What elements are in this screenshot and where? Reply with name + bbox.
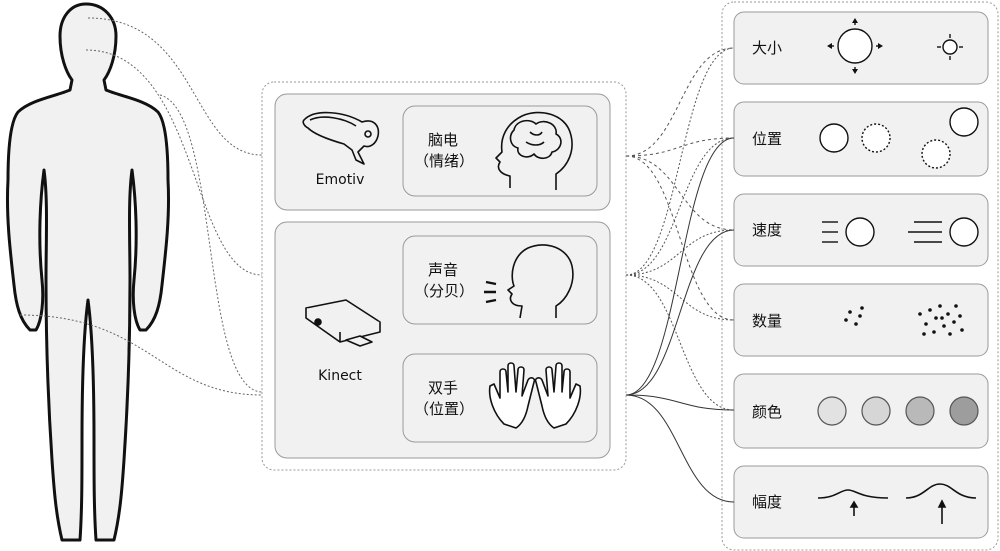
output-boxes — [733, 11, 989, 539]
voice-links — [625, 47, 735, 411]
emotiv-headset-icon — [302, 111, 380, 165]
output-label-color: 颜色 — [752, 403, 783, 421]
output-label-position: 位置 — [752, 130, 783, 148]
output-box-color — [733, 373, 989, 449]
hands-label: 双手 — [428, 379, 459, 397]
body-links — [19, 17, 263, 396]
decibel-label: （分贝） — [414, 282, 475, 300]
output-label-speed: 速度 — [752, 221, 783, 239]
position-icon — [819, 107, 979, 169]
speed-icon — [822, 217, 979, 247]
output-label-amplitude: 幅度 — [752, 493, 783, 511]
hands-links — [625, 137, 735, 503]
emotiv-device-label: Emotiv — [315, 172, 365, 188]
emotiv-links — [625, 47, 735, 321]
hands-icon — [488, 362, 582, 429]
quantity-icon — [844, 304, 964, 336]
human-figure-icon — [5, 2, 171, 542]
kinect-sensor-icon — [305, 299, 381, 347]
head-brain-icon — [495, 111, 573, 190]
kinect-device-label: Kinect — [318, 368, 362, 384]
output-label-quantity: 数量 — [752, 312, 783, 330]
color-icon — [817, 396, 979, 426]
output-label-size: 大小 — [752, 39, 783, 57]
hands-position-label: （位置） — [414, 400, 475, 418]
emotion-label: （情绪） — [414, 152, 475, 170]
amplitude-icon — [817, 483, 977, 524]
speaking-head-icon — [484, 244, 574, 319]
voice-box — [402, 235, 598, 325]
size-icon — [827, 18, 963, 74]
eeg-label: 脑电 — [428, 131, 459, 149]
voice-label: 声音 — [428, 261, 459, 279]
eeg-box — [402, 105, 598, 197]
